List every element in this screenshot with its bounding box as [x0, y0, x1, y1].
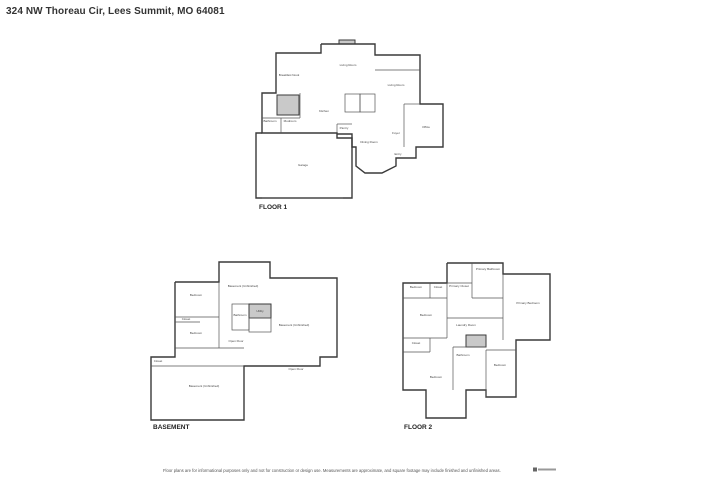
label-living-room: Living Room: [340, 63, 357, 67]
label-basement-unfinished-mid: Basement (Unfinished): [279, 323, 310, 327]
label-laundry-room: Laundry Room: [456, 323, 476, 327]
page-title: 324 NW Thoreau Cir, Lees Summit, MO 6408…: [6, 6, 225, 17]
label-bathroom: Bathroom: [263, 119, 277, 123]
garage-walls: [255, 132, 353, 199]
label-bedroom-a: Bedroom: [410, 285, 423, 289]
label-closet-a: Closet: [434, 285, 443, 289]
label-breakfast-nook: Breakfast Nook: [279, 73, 300, 77]
label-primary-bedroom: Primary Bedroom: [516, 301, 540, 305]
label-mudroom: Mudroom: [284, 119, 297, 123]
floor-2-plan: Primary Bathroom Bedroom Closet Primary …: [402, 262, 551, 419]
basement-plan: Basement (Unfinished) Bedroom Closet Bed…: [150, 261, 338, 421]
label-garage: Garage: [298, 163, 308, 167]
label-living-room-2: Living Room: [388, 83, 405, 87]
label-closet-b: Closet: [412, 341, 421, 345]
label-basement-open-floor-2: Open Floor: [288, 367, 303, 371]
label-basement-utility: Utility: [256, 309, 264, 313]
label-basement-closet: Closet: [182, 317, 191, 321]
label-entry: Entry: [394, 152, 402, 156]
label-basement-bedroom-2: Bedroom: [190, 331, 203, 335]
label-primary-closet: Primary Closet: [449, 284, 469, 288]
label-kitchen: Kitchen: [319, 109, 329, 113]
disclaimer-text: Floor plans are for informational purpos…: [163, 468, 501, 473]
label-basement-unfinished-bottom: Basement (Unfinished): [189, 384, 220, 388]
brand-logo-icon: [533, 467, 556, 472]
basement-outline: [150, 261, 338, 421]
label-basement-unfinished-top: Basement (Unfinished): [228, 284, 259, 288]
label-basement-closet-2: Closet: [154, 359, 163, 363]
label-foyer: Foyer: [392, 131, 400, 135]
floor-2-stairs: [465, 334, 487, 348]
floor-2-label: FLOOR 2: [404, 424, 433, 431]
label-bedroom-c: Bedroom: [494, 363, 507, 367]
label-pantry: Pantry: [340, 126, 349, 130]
floor-1-plan: Living Room Breakfast Nook Living Room K…: [255, 39, 444, 199]
label-basement-open-floor: Open Floor: [228, 339, 243, 343]
label-bedroom-b: Bedroom: [420, 313, 433, 317]
label-office: Office: [422, 125, 430, 129]
basement-label: BASEMENT: [153, 424, 190, 431]
label-floor-2-bathroom: Bathroom: [456, 353, 470, 357]
label-basement-bathroom: Bathroom: [233, 313, 247, 317]
floor-1-outline: [321, 43, 444, 174]
floor-1-label: FLOOR 1: [259, 204, 288, 211]
label-bedroom-d: Bedroom: [430, 375, 443, 379]
label-primary-bathroom: Primary Bathroom: [476, 267, 501, 271]
stairs: [276, 94, 300, 116]
label-basement-bedroom-1: Bedroom: [190, 293, 203, 297]
label-dining-room: Dining Room: [360, 140, 378, 144]
